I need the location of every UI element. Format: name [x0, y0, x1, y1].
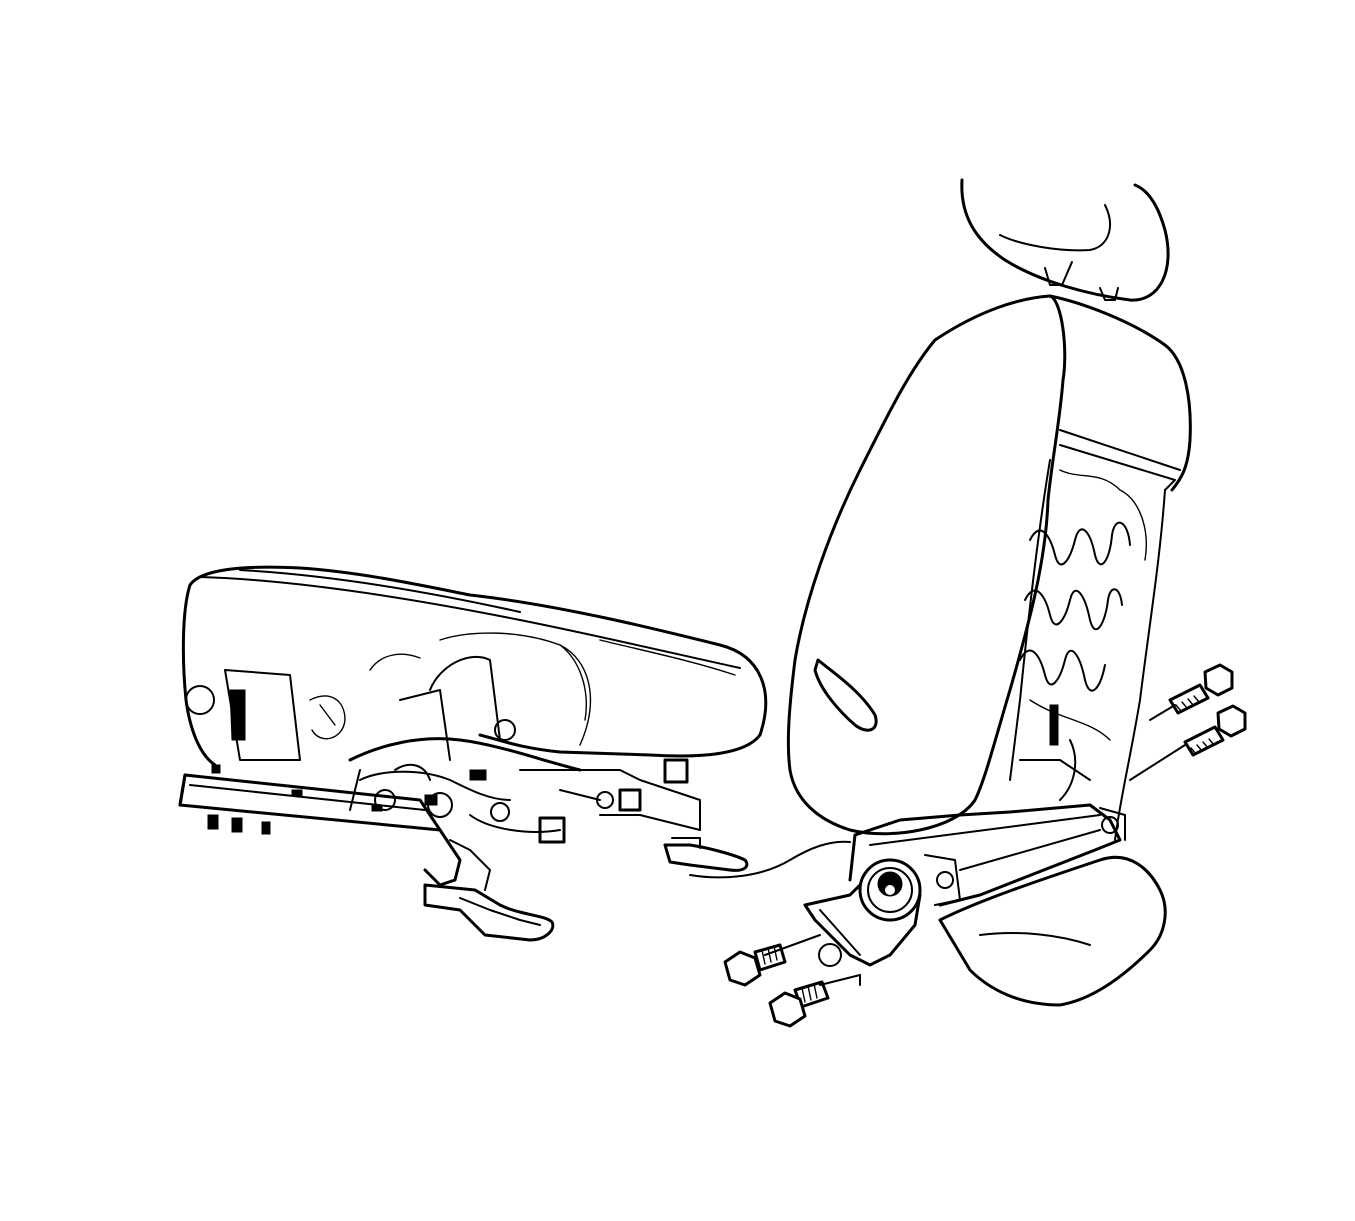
bolt-icon [1149, 663, 1234, 721]
seat-track-adjuster [178, 655, 701, 891]
seatback [786, 294, 1192, 841]
bolt-icon [723, 934, 821, 987]
bolt-icon [768, 974, 861, 1028]
headrest [960, 178, 1170, 302]
recliner-bracket [803, 803, 1167, 1007]
bolt-icon [1129, 704, 1247, 781]
wiring-harness [689, 840, 851, 879]
seat-cushion [181, 565, 768, 767]
seatback-bolts [723, 663, 1247, 1028]
seat-adjuster-lever [423, 837, 749, 942]
